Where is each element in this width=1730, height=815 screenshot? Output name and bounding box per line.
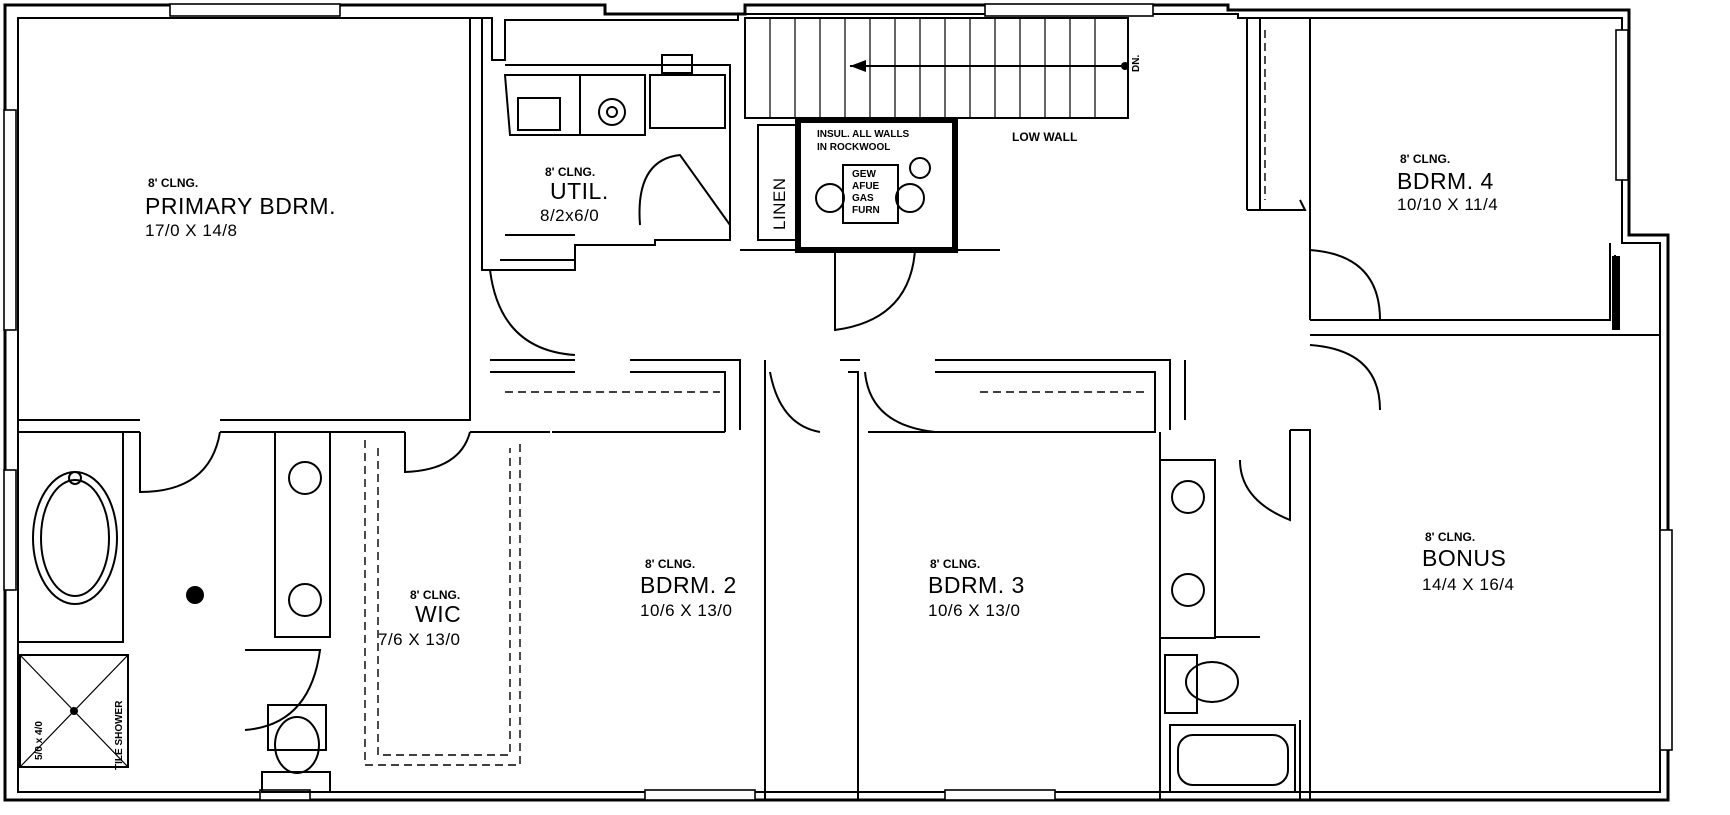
doors (139, 249, 1381, 731)
linen-label: LINEN (770, 177, 789, 230)
bdrm2-name: BDRM. 2 (640, 572, 737, 598)
insulation-note-line2: IN ROCKWOOL (817, 142, 890, 153)
bdrm3-ceiling: 8' CLNG. (930, 557, 980, 571)
windows (3, 3, 1673, 801)
shower-type-label: TILE SHOWER (114, 700, 125, 770)
wic-ceiling: 8' CLNG. (410, 588, 460, 602)
room-labels: 8' CLNG. PRIMARY BDRM. 17/0 X 14/8 8' CL… (34, 55, 1514, 770)
util-name: UTIL. (550, 178, 609, 204)
bonus-name: BONUS (1422, 545, 1506, 571)
hall-bath-fixtures (1159, 459, 1296, 793)
primary-ceiling: 8' CLNG. (148, 176, 198, 190)
wic-name: WIC (415, 601, 461, 627)
bdrm3-size: 10/6 X 13/0 (928, 601, 1020, 620)
bdrm4-name: BDRM. 4 (1397, 168, 1494, 194)
furnace-line3: GAS (852, 193, 874, 204)
stair-down-label: DN. (1131, 55, 1142, 72)
insulation-note-line1: INSUL. ALL WALLS (817, 129, 910, 140)
shower-size-label: 5/0 x 4/0 (34, 721, 45, 760)
primary-bath-fixtures (17, 431, 331, 793)
furnace-line1: GEW (852, 169, 876, 180)
bonus-size: 14/4 X 16/4 (1422, 575, 1514, 594)
wic-size: 7/6 X 13/0 (378, 630, 461, 649)
closets (364, 30, 1266, 766)
bdrm2-size: 10/6 X 13/0 (640, 601, 732, 620)
util-size: 8/2x6/0 (540, 206, 599, 225)
mechanical-area (740, 117, 1000, 332)
bdrm4-ceiling: 8' CLNG. (1400, 152, 1450, 166)
exterior-wall (3, 3, 1670, 802)
bdrm3-name: BDRM. 3 (928, 572, 1025, 598)
bdrm2-ceiling: 8' CLNG. (645, 557, 695, 571)
primary-name: PRIMARY BDRM. (145, 193, 336, 219)
primary-size: 17/0 X 14/8 (145, 221, 237, 240)
bdrm4-size: 10/10 X 11/4 (1397, 195, 1498, 214)
bonus-ceiling: 8' CLNG. (1425, 530, 1475, 544)
util-ceiling: 8' CLNG. (545, 165, 595, 179)
furnace-line4: FURN (852, 205, 880, 216)
utility-room-walls (503, 54, 731, 260)
low-wall-label: LOW WALL (1012, 130, 1077, 144)
furnace-line2: AFUE (852, 181, 880, 192)
